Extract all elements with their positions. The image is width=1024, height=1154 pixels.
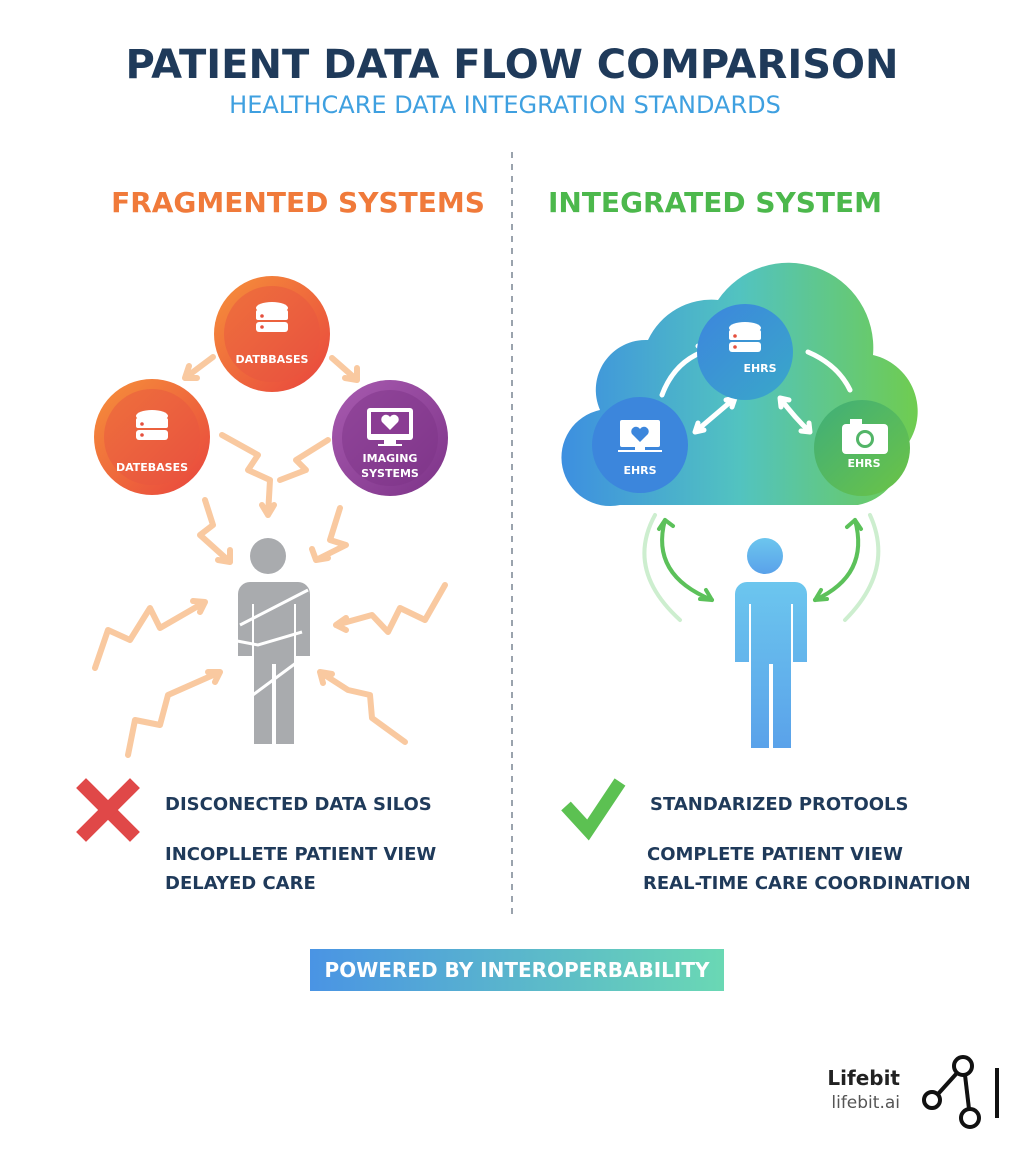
monitor-heart-icon	[618, 420, 662, 452]
right-heading: INTEGRATED SYSTEM	[548, 186, 882, 219]
fragmented-patient-figure	[231, 538, 310, 744]
page-subtitle: HEALTHCARE DATA INTEGRATION STANDARDS	[229, 91, 781, 119]
database-icon	[729, 322, 761, 352]
node-ehrs-left: EHRS	[592, 397, 688, 493]
cross-icon	[76, 778, 140, 842]
node-databases-top: DATBBASES	[214, 276, 330, 392]
left-point: DELAYED CARE	[165, 873, 316, 894]
check-icon	[561, 778, 626, 841]
right-point: STANDARIZED PROTOOLS	[650, 794, 909, 815]
node-label: IMAGING	[363, 452, 418, 465]
right-point: REAL-TIME CARE COORDINATION	[643, 873, 971, 894]
integrated-patient-figure	[735, 538, 807, 748]
right-point: COMPLETE PATIENT VIEW	[647, 844, 903, 865]
database-icon	[256, 302, 288, 332]
node-label: EHRS	[623, 464, 656, 477]
brand-url: lifebit.ai	[831, 1093, 900, 1113]
camera-icon	[842, 419, 888, 454]
left-point: DISCONECTED DATA SILOS	[165, 794, 432, 815]
node-label: DATEBASES	[116, 461, 188, 474]
brand-name: Lifebit	[827, 1066, 900, 1090]
node-imaging-systems: IMAGING SYSTEMS	[332, 380, 448, 496]
node-ehrs-right: EHRS	[814, 400, 910, 496]
interoperability-banner: POWERED BY INTEROPERBABILITY	[310, 949, 724, 991]
sync-arrows	[642, 513, 881, 622]
node-databases-left: DATEBASES	[94, 379, 210, 495]
left-point: INCOPLLETE PATIENT VIEW	[165, 844, 436, 865]
monitor-heart-icon	[367, 408, 413, 446]
page-title: PATIENT DATA FLOW COMPARISON	[126, 42, 899, 88]
node-label: EHRS	[847, 457, 880, 470]
node-label: DATBBASES	[236, 353, 309, 366]
banner-label: POWERED BY INTEROPERBABILITY	[325, 958, 710, 982]
integration-cloud: EHRS EHRS EHRS	[561, 262, 918, 507]
left-heading: FRAGMENTED SYSTEMS	[111, 186, 485, 219]
brand-logo: Lifebit lifebit.ai	[827, 1055, 999, 1129]
chaotic-arrows	[92, 354, 448, 758]
lifebit-logo-icon	[922, 1055, 999, 1129]
database-icon	[136, 410, 168, 440]
node-label: EHRS	[743, 362, 776, 375]
node-ehrs-top: EHRS	[697, 304, 793, 400]
node-label: SYSTEMS	[361, 467, 419, 480]
